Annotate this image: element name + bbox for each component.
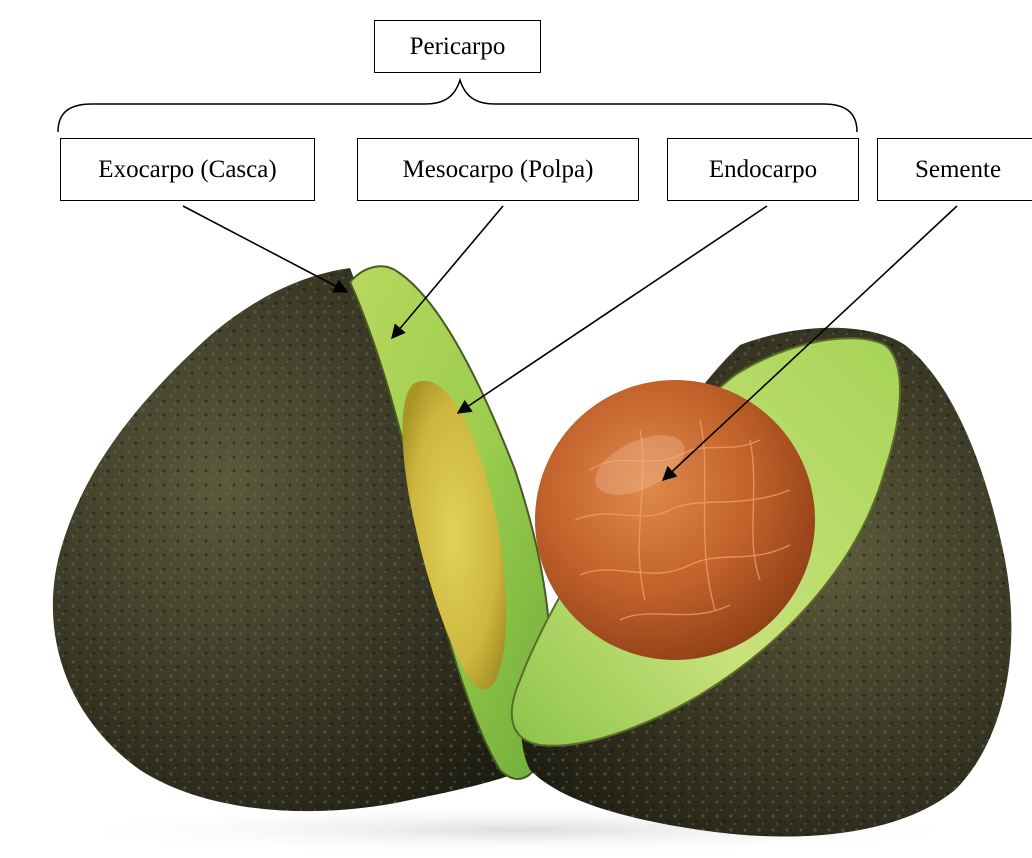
label-mesocarpo: Mesocarpo (Polpa) xyxy=(357,138,639,201)
label-endocarpo: Endocarpo xyxy=(667,138,859,201)
arrow-exocarpo xyxy=(183,206,347,292)
pericarpo-bracket xyxy=(58,80,857,132)
label-pericarpo: Pericarpo xyxy=(374,20,541,73)
arrow-mesocarpo xyxy=(392,206,503,338)
label-exocarpo: Exocarpo (Casca) xyxy=(60,138,315,201)
label-semente: Semente xyxy=(877,138,1032,201)
